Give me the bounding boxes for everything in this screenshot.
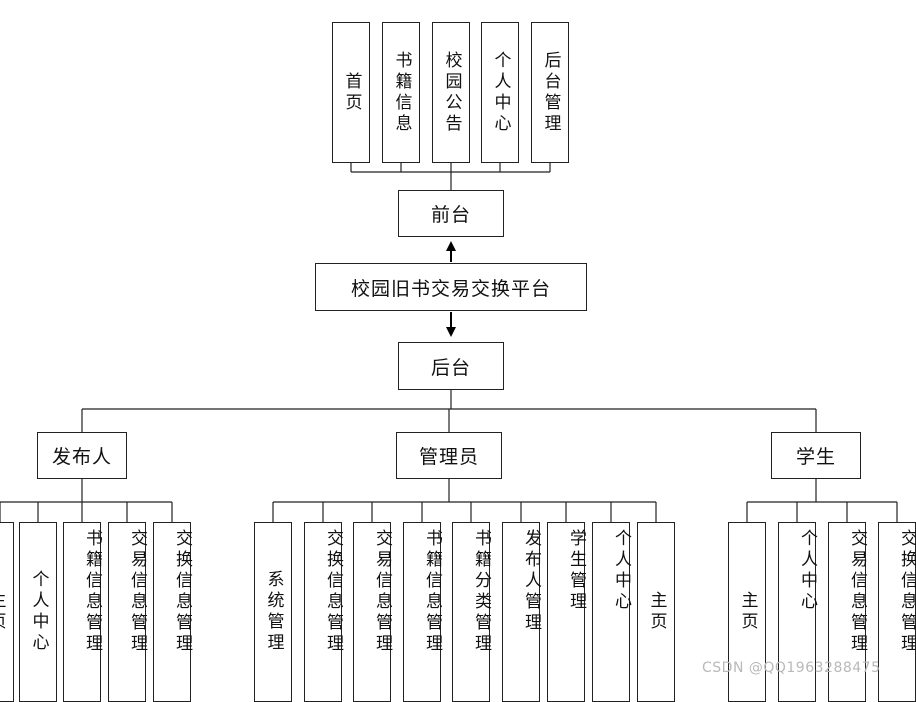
node-role-student: 学生 (771, 432, 861, 479)
node-root-platform: 校园旧书交易交换平台 (315, 263, 587, 311)
node-role-publisher: 发布人 (37, 432, 127, 479)
module-admin-personal-center: 个人中心 (592, 522, 631, 702)
node-frontend: 前台 (398, 190, 504, 237)
node-backend: 后台 (398, 342, 504, 390)
watermark: CSDN @QQ1963288475 (702, 660, 881, 676)
module-admin-book-category-mgmt: 书籍分类管理 (452, 522, 491, 702)
module-publisher-exchange-info-mgmt: 交换信息管理 (153, 522, 192, 702)
module-frontend-admin-link: 后台管理 (531, 22, 569, 163)
node-role-admin: 管理员 (396, 432, 502, 479)
module-publisher-home: 主页 (0, 522, 14, 702)
module-publisher-trade-info-mgmt: 交易信息管理 (108, 522, 147, 702)
module-publisher-book-info-mgmt: 书籍信息管理 (63, 522, 102, 702)
module-admin-book-info-mgmt: 书籍信息管理 (403, 522, 442, 702)
module-frontend-book-info: 书籍信息 (382, 22, 420, 163)
module-admin-system-mgmt: 系统管理 (254, 522, 292, 702)
module-admin-trade-info-mgmt: 交易信息管理 (353, 522, 392, 702)
module-publisher-personal-center: 个人中心 (19, 522, 57, 702)
module-admin-student-mgmt: 学生管理 (547, 522, 586, 702)
module-admin-publisher-mgmt: 发布人管理 (502, 522, 541, 702)
module-admin-exchange-info-mgmt: 交换信息管理 (304, 522, 343, 702)
module-frontend-home: 首页 (332, 22, 370, 163)
module-frontend-personal-center: 个人中心 (481, 22, 519, 163)
module-student-exchange-info-mgmt: 交换信息管理 (878, 522, 916, 702)
module-student-trade-info-mgmt: 交易信息管理 (828, 522, 867, 702)
module-admin-home: 主页 (637, 522, 675, 702)
module-frontend-announcements: 校园公告 (432, 22, 470, 163)
module-student-home: 主页 (728, 522, 766, 702)
